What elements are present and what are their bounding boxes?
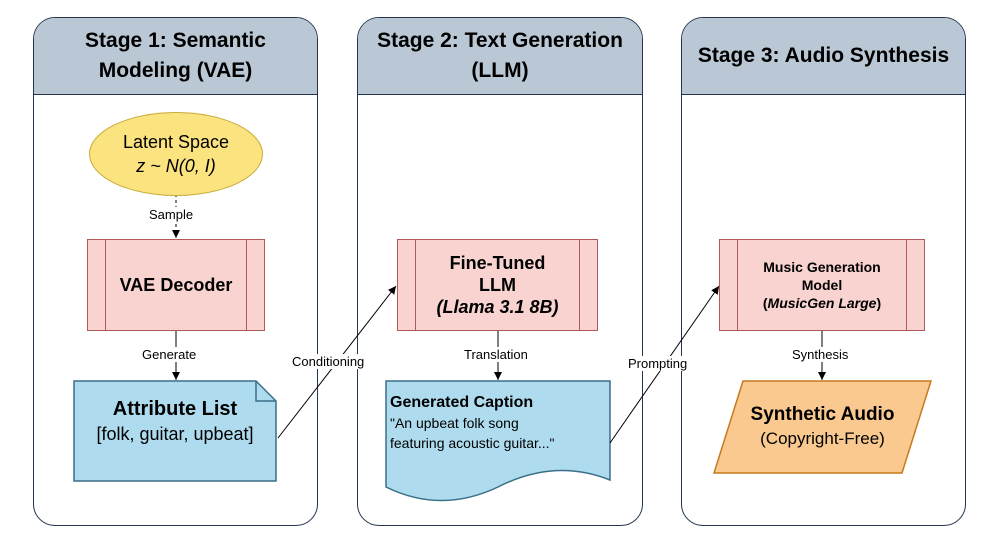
synthesis-label: Synthesis: [790, 347, 851, 362]
latent-space-node: Latent Space z ~ N(0, I): [89, 112, 263, 196]
caption-line1: "An upbeat folk song: [390, 415, 519, 431]
music-model-node: Music Generation Model (MusicGen Large): [719, 239, 925, 331]
caption-shape: [385, 380, 611, 502]
attribute-list-node: Attribute List [folk, guitar, upbeat]: [74, 396, 276, 446]
prompting-label: Prompting: [626, 356, 690, 371]
stage-2-title-line1: Stage 2: Text Generation: [377, 29, 623, 52]
stage-1-title-line2: Modeling (VAE): [98, 59, 253, 82]
caption-node: Generated Caption "An upbeat folk song f…: [390, 392, 610, 453]
llm-model: (Llama 3.1 8B): [436, 297, 559, 317]
sample-label: Sample: [147, 207, 196, 222]
stage-2-header: Stage 2: Text Generation (LLM): [358, 18, 642, 95]
conditioning-label: Conditioning: [290, 354, 367, 369]
translation-label: Translation: [462, 347, 530, 362]
stage-3-title-line1: Stage 3: Audio Synthesis: [697, 44, 950, 67]
vae-decoder-label: VAE Decoder: [119, 274, 233, 295]
music-model-line2: Model: [801, 277, 843, 293]
generate-label: Generate: [140, 347, 199, 362]
llm-node: Fine-Tuned LLM (Llama 3.1 8B): [397, 239, 598, 331]
stage-1-title-line1: Stage 1: Semantic: [85, 29, 266, 52]
attribute-list-shape: [73, 380, 277, 482]
music-model-line1: Music Generation: [763, 259, 881, 275]
synthetic-audio-subtitle: (Copyright-Free): [760, 429, 885, 448]
stage-2-title-line2: (LLM): [471, 59, 529, 82]
llm-line2: LLM: [479, 275, 516, 295]
caption-line2: featuring acoustic guitar...": [390, 435, 555, 451]
music-model-suffix: ): [876, 295, 882, 311]
vae-decoder-node: VAE Decoder: [87, 239, 265, 331]
stage-1-header: Stage 1: Semantic Modeling (VAE): [34, 18, 317, 95]
llm-line1: Fine-Tuned: [449, 253, 546, 273]
latent-space-formula: z ~ N(0, I): [136, 156, 216, 176]
attribute-list-fold: [255, 381, 276, 402]
attribute-list-title: Attribute List: [112, 398, 238, 420]
music-model-prefix: (: [762, 295, 768, 311]
music-model-model: MusicGen Large: [767, 295, 877, 311]
stage-3-header: Stage 3: Audio Synthesis: [682, 18, 965, 95]
music-model-name: (MusicGen Large): [763, 294, 881, 312]
attribute-list-value: [folk, guitar, upbeat]: [96, 424, 254, 444]
caption-title: Generated Caption: [390, 394, 534, 411]
synthetic-audio-shape: [712, 380, 933, 474]
synthetic-audio-title: Synthetic Audio: [750, 404, 895, 425]
latent-space-title: Latent Space: [122, 132, 230, 152]
synthetic-audio-node: Synthetic Audio (Copyright-Free): [720, 402, 925, 450]
